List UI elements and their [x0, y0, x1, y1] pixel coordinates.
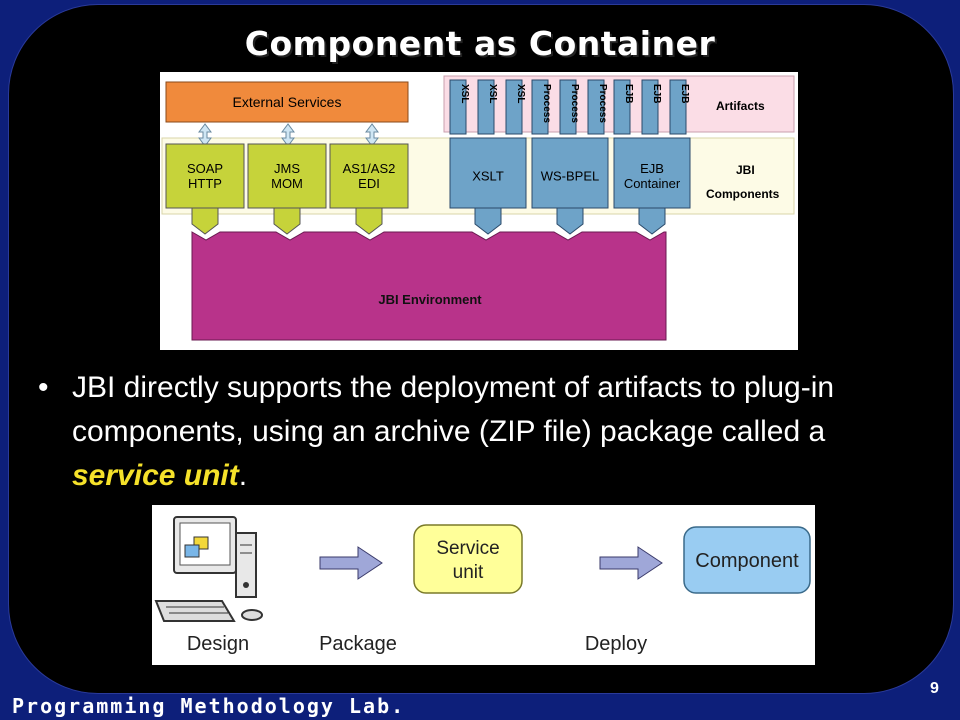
- binding-component-label-line-2: EDI: [358, 176, 380, 191]
- artifact-tab-label: Process: [597, 84, 608, 123]
- deployment-flow-diagram: Service unit Component Design Package De…: [152, 505, 815, 665]
- binding-component-label-line-1: JMS: [274, 161, 300, 176]
- deploy-arrow: [599, 546, 663, 580]
- package-arrow: [319, 546, 383, 580]
- artifacts-label: Artifacts: [716, 99, 765, 113]
- external-services-label: External Services: [233, 94, 342, 110]
- binding-component-box: [329, 143, 409, 209]
- components-label: Components: [706, 187, 780, 201]
- artifact-tab: [587, 79, 605, 135]
- engine-component-label-line-1: EJB: [640, 161, 664, 176]
- bullet-highlight: service unit: [72, 459, 239, 492]
- artifact-tab: [449, 79, 467, 135]
- artifact-tab-label: Process: [541, 84, 552, 123]
- artifact-tab-label: XSL: [515, 84, 526, 103]
- artifact-tab: [531, 79, 549, 135]
- service-unit-line2: unit: [453, 562, 484, 583]
- engine-component-connector: [474, 207, 502, 235]
- engine-component-label-line-2: Container: [624, 176, 681, 191]
- jbi-architecture-diagram: Artifacts JBI Components External Servic…: [160, 72, 798, 350]
- design-label: Design: [187, 633, 249, 655]
- artifact-tab: [641, 79, 659, 135]
- component-label: Component: [695, 550, 799, 572]
- binding-component-connector: [273, 207, 301, 235]
- jbi-environment-label: JBI Environment: [378, 292, 482, 307]
- bullet-text: JBI directly supports the deployment of …: [72, 366, 922, 498]
- package-label: Package: [319, 633, 397, 655]
- jbi-environment: [191, 231, 667, 341]
- bullet-icon: •: [38, 371, 49, 404]
- service-unit-box: [413, 524, 523, 594]
- engine-component-label-line-1: XSLT: [472, 169, 504, 184]
- computer-icon: [154, 516, 263, 622]
- binding-component-connector: [191, 207, 219, 235]
- engine-component-box: [449, 137, 527, 209]
- binding-component-label-line-1: AS1/AS2: [343, 161, 396, 176]
- engine-component-connector: [638, 207, 666, 235]
- service-unit-line1: Service: [436, 538, 499, 559]
- engine-component-box: [613, 137, 691, 209]
- artifact-tab-label: XSL: [487, 84, 498, 103]
- binding-component-box: [165, 143, 245, 209]
- artifact-tab-label: EJB: [651, 84, 662, 103]
- artifact-tab: [505, 79, 523, 135]
- binding-component-connector: [355, 207, 383, 235]
- artifact-tab: [669, 79, 687, 135]
- slide-title: Component as Container: [244, 24, 716, 63]
- jbi-label: JBI: [736, 163, 755, 177]
- deploy-label: Deploy: [585, 633, 647, 655]
- engine-component-box: [531, 137, 609, 209]
- binding-component-label-line-1: SOAP: [187, 161, 223, 176]
- artifact-tab: [559, 79, 577, 135]
- artifact-tab-label: EJB: [623, 84, 634, 103]
- binding-component-label-line-2: MOM: [271, 176, 303, 191]
- external-services-box: [165, 81, 409, 123]
- binding-component-label-line-2: HTTP: [188, 176, 222, 191]
- artifact-tab: [613, 79, 631, 135]
- artifact-tab-label: Process: [569, 84, 580, 123]
- artifact-tab-label: EJB: [679, 84, 690, 103]
- artifact-tab: [477, 79, 495, 135]
- footer-lab-name: Programming Methodology Lab.: [12, 694, 406, 718]
- binding-component-box: [247, 143, 327, 209]
- component-box: [683, 526, 811, 594]
- bullet-text-suffix: .: [238, 459, 248, 492]
- artifact-tab-label: XSL: [459, 84, 470, 103]
- page-number: 9: [930, 680, 939, 697]
- connector-arrows: [198, 123, 379, 147]
- bullet-text-prefix: JBI directly supports the deployment of …: [72, 371, 835, 448]
- engine-component-label-line-1: WS-BPEL: [541, 169, 600, 184]
- engine-component-connector: [556, 207, 584, 235]
